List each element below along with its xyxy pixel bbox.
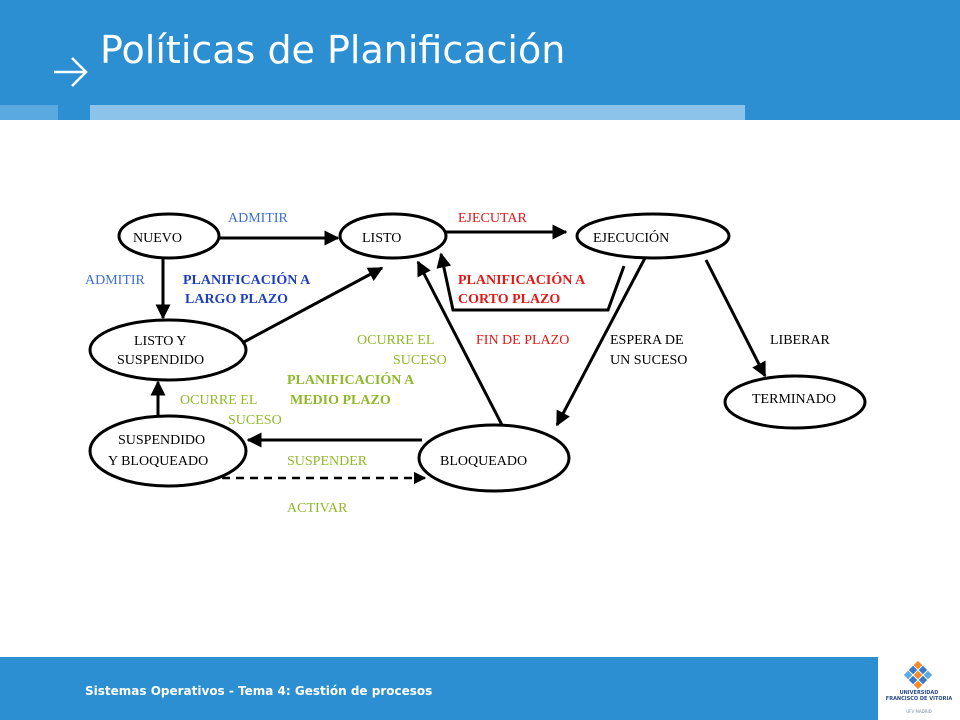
state-listo [338, 212, 448, 260]
label-liberar: LIBERAR [770, 333, 831, 348]
arrow-right-icon [54, 57, 88, 87]
state-label-listo: LISTO [362, 231, 401, 246]
arrow-bloqueado-listo [416, 260, 504, 426]
label-plan-medio-1: PLANIFICACIÓN A [287, 371, 415, 388]
state-label-ejecucion: EJECUCIÓN [593, 229, 669, 246]
state-label-listo-suspendido-1: LISTO Y [134, 334, 187, 349]
state-ejecucion [575, 212, 731, 260]
label-plan-medio-2: MEDIO PLAZO [290, 393, 391, 408]
slide-title: Políticas de Planificación [100, 28, 566, 72]
label-ocurre-suceso-1b: SUCESO [393, 353, 447, 368]
label-espera-suceso-2: UN SUCESO [610, 353, 687, 368]
label-admitir-top: ADMITIR [228, 211, 289, 226]
state-label-terminado: TERMINADO [752, 392, 836, 407]
label-ocurre-suceso-1a: OCURRE EL [357, 333, 434, 348]
state-suspendido-bloqueado [88, 414, 248, 488]
label-plan-corto-1: PLANIFICACIÓN A [458, 271, 586, 288]
footer-bar [0, 657, 878, 720]
state-listo-suspendido [88, 318, 248, 382]
state-terminado [723, 374, 867, 430]
header-accent-left [0, 105, 58, 120]
label-ocurre-suceso-2a: OCURRE EL [180, 393, 257, 408]
header-bar [0, 0, 960, 120]
label-plan-corto-2: CORTO PLAZO [458, 292, 560, 307]
label-admitir-left: ADMITIR [85, 273, 146, 288]
arrow-ejecucion-terminado [704, 259, 767, 378]
label-activar: ACTIVAR [287, 501, 348, 516]
label-plan-largo-1: PLANIFICACIÓN A [183, 271, 311, 288]
label-ejecutar: EJECUTAR [458, 211, 528, 226]
footer-course-text: Sistemas Operativos - Tema 4: Gestión de… [85, 684, 433, 698]
university-logo-icon [903, 660, 933, 690]
state-label-suspendido-bloqueado-2: Y BLOQUEADO [108, 454, 208, 469]
label-fin-plazo: FIN DE PLAZO [476, 333, 569, 348]
arrow-ejecucion-listo [436, 252, 626, 312]
state-nuevo [117, 212, 221, 260]
state-label-nuevo: NUEVO [133, 231, 182, 246]
state-label-bloqueado: BLOQUEADO [440, 454, 527, 469]
university-tagline: UFV MADRID [906, 709, 932, 714]
label-espera-suceso-1: ESPERA DE [610, 333, 684, 348]
university-name: UNIVERSIDAD FRANCISCO DE VITORIA [885, 690, 953, 702]
arrow-listo-suspendido-listo [241, 266, 384, 345]
label-plan-largo-2: LARGO PLAZO [185, 292, 288, 307]
label-suspender: SUSPENDER [287, 454, 368, 469]
state-label-suspendido-bloqueado-1: SUSPENDIDO [118, 433, 205, 448]
header-accent-strip [90, 105, 745, 120]
state-bloqueado [417, 423, 571, 493]
label-ocurre-suceso-2b: SUCESO [228, 413, 282, 428]
state-label-listo-suspendido-2: SUSPENDIDO [117, 353, 204, 368]
arrow-ejecucion-bloqueado [555, 257, 647, 427]
